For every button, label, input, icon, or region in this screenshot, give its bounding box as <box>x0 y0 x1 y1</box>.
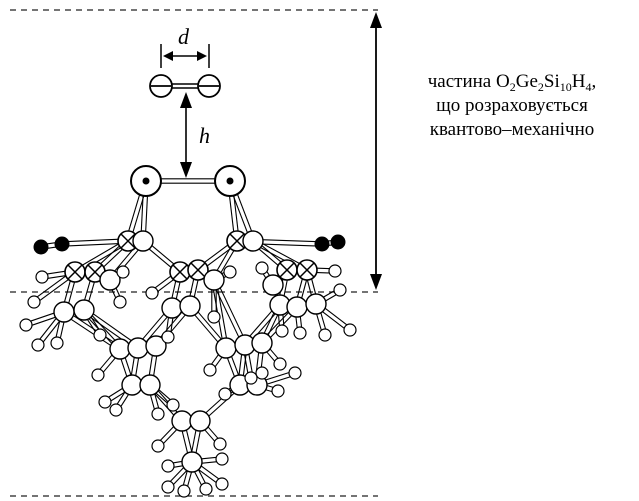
hydrogen-atom <box>27 295 41 309</box>
hydrogen-atom <box>91 368 105 382</box>
oxygen-substrate-atom <box>64 261 86 283</box>
hydrogen-atom <box>151 407 165 421</box>
oxygen-substrate-atom <box>226 230 248 252</box>
hydrogen-atom <box>109 403 123 417</box>
hydrogen-atom <box>203 363 217 377</box>
hydrogen-atom-black <box>330 234 346 250</box>
hydrogen-atom <box>166 398 180 412</box>
hydrogen-atom <box>161 480 175 494</box>
silicon-atom <box>189 410 211 432</box>
silicon-atom <box>121 374 143 396</box>
caption-line-1: частина O2Ge2Si10H4, <box>392 70 632 94</box>
hydrogen-atom <box>151 439 165 453</box>
silicon-atom <box>161 297 183 319</box>
caption-line-2: що розраховується <box>436 95 588 116</box>
hydrogen-atom <box>161 459 175 473</box>
oxygen-atom-left <box>149 74 173 98</box>
hydrogen-atom <box>116 265 130 279</box>
hydrogen-atom <box>19 318 33 332</box>
formula-element: O <box>496 71 510 92</box>
hydrogen-atom <box>244 371 258 385</box>
hydrogen-atom <box>223 265 237 279</box>
silicon-atom <box>262 274 284 296</box>
hydrogen-atom <box>98 395 112 409</box>
silicon-atom <box>242 230 264 252</box>
formula-subscript: 4 <box>585 80 592 94</box>
silicon-atom <box>215 337 237 359</box>
formula-element: Si <box>543 71 560 92</box>
formula-element: Ge <box>515 71 538 92</box>
oxygen-substrate-atom <box>169 261 191 283</box>
bond <box>211 278 248 347</box>
hydrogen-atom <box>218 387 232 401</box>
hydrogen-atom <box>177 484 191 498</box>
h-distance-arrow <box>180 92 192 178</box>
hydrogen-atom-black <box>54 236 70 252</box>
silicon-atom <box>179 295 201 317</box>
silicon-atom <box>127 337 149 359</box>
silicon-atom <box>53 301 75 323</box>
silicon-atom <box>132 230 154 252</box>
hydrogen-atom <box>271 384 285 398</box>
hydrogen-atom <box>50 336 64 350</box>
hydrogen-atom <box>255 261 269 275</box>
silicon-atom <box>171 410 193 432</box>
silicon-atom <box>99 269 121 291</box>
oxygen-substrate-atom <box>187 259 209 281</box>
quantum-region-caption: частина O2Ge2Si10H4, що розраховується к… <box>392 70 632 142</box>
hydrogen-atom <box>215 477 229 491</box>
bond <box>61 238 129 247</box>
hydrogen-atom <box>161 330 175 344</box>
caption-line-3: квантово–механічно <box>429 119 595 140</box>
hydrogen-atom <box>215 452 229 466</box>
caption-word: частина <box>427 71 492 92</box>
hydrogen-atom <box>343 323 357 337</box>
quantum-region-arrow <box>370 12 382 290</box>
silicon-atom <box>251 332 273 354</box>
o2-molecule <box>149 74 221 98</box>
silicon-atom <box>286 296 308 318</box>
caption-formula: O2Ge2Si10H4, <box>496 71 597 94</box>
hydrogen-atom <box>207 310 221 324</box>
hydrogen-atom <box>328 264 342 278</box>
formula-element: H <box>571 71 586 92</box>
hydrogen-atom <box>35 270 49 284</box>
h-label: h <box>199 123 210 148</box>
hydrogen-atom <box>255 366 269 380</box>
silicon-atom <box>109 338 131 360</box>
hydrogen-atom <box>113 295 127 309</box>
formula-subscript: 2 <box>509 80 516 94</box>
silicon-atom <box>145 335 167 357</box>
formula-subscript: 2 <box>537 80 544 94</box>
formula-subscript: 10 <box>559 80 572 94</box>
oxygen-substrate-atom <box>296 259 318 281</box>
hydrogen-atom <box>199 482 213 496</box>
d-label: d <box>178 24 190 49</box>
germanium-atom <box>130 165 162 197</box>
hydrogen-atom-black <box>314 236 330 252</box>
hydrogen-atom <box>93 328 107 342</box>
hydrogen-atom <box>213 437 227 451</box>
silicon-atom <box>305 293 327 315</box>
hydrogen-atom <box>31 338 45 352</box>
hydrogen-atom <box>288 366 302 380</box>
silicon-atom <box>73 299 95 321</box>
hydrogen-atom <box>293 326 307 340</box>
hydrogen-atom-black <box>33 239 49 255</box>
hydrogen-atom <box>318 328 332 342</box>
silicon-atom <box>139 374 161 396</box>
hydrogen-atom <box>273 357 287 371</box>
silicon-atom <box>181 451 203 473</box>
silicon-atom <box>203 269 225 291</box>
hydrogen-atom <box>333 283 347 297</box>
bond <box>62 309 122 352</box>
atom-network <box>19 165 357 498</box>
oxygen-atom-right <box>197 74 221 98</box>
hydrogen-atom <box>145 286 159 300</box>
hydrogen-atom <box>275 324 289 338</box>
d-distance-arrow <box>160 44 210 68</box>
formula-element: , <box>591 71 597 92</box>
germanium-atom <box>214 165 246 197</box>
